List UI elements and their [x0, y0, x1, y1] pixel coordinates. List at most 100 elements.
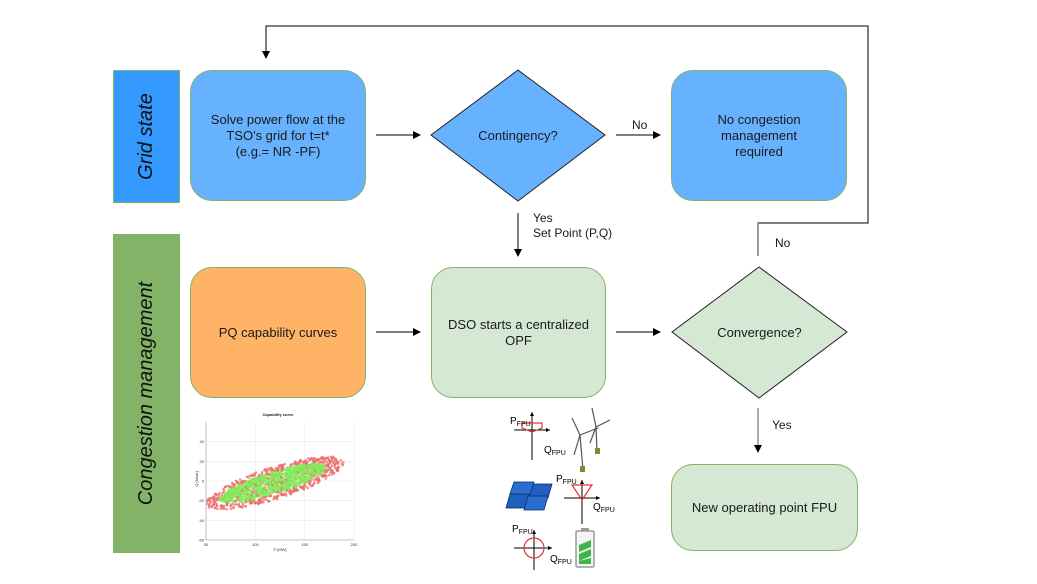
chart-point-feasible-outer	[325, 460, 329, 464]
chart-point-feasible-inner	[320, 464, 323, 467]
chart-point-feasible-inner	[243, 497, 246, 501]
chart-point-feasible-inner	[222, 494, 226, 498]
chart-point-feasible-inner	[236, 486, 239, 489]
pq-capability-label: PQ capability curves	[218, 324, 338, 340]
chart-point-feasible-inner	[264, 474, 268, 477]
chart-point-feasible-inner	[256, 479, 260, 482]
chart-point-feasible-outer	[248, 502, 252, 505]
chart-point-feasible-outer	[209, 496, 212, 500]
chart-point-feasible-outer	[215, 504, 219, 507]
lane-congestion-label: Congestion management	[135, 281, 158, 506]
chart-point-feasible-outer	[238, 478, 242, 481]
chart-point-feasible-outer	[228, 485, 232, 488]
chart-point-feasible-inner	[254, 476, 257, 479]
chart-point-feasible-outer	[226, 484, 229, 488]
chart-point-feasible-outer	[275, 497, 279, 501]
chart-point-feasible-inner	[243, 499, 246, 503]
chart-point-feasible-inner	[272, 476, 275, 479]
chart-point-feasible-inner	[246, 497, 249, 500]
chart-point-feasible-inner	[312, 472, 316, 476]
chart-point-feasible-outer	[241, 504, 245, 507]
chart-point-feasible-inner	[302, 469, 306, 473]
chart-point-feasible-inner	[283, 468, 287, 472]
chart-point-feasible-inner	[322, 463, 325, 466]
chart-point-feasible-outer	[324, 477, 328, 480]
chart-ytick-label: -60	[198, 538, 205, 543]
chart-point-feasible-inner	[260, 492, 264, 496]
chart-point-feasible-outer	[213, 492, 217, 496]
chart-point-feasible-outer	[285, 489, 289, 493]
chart-point-feasible-inner	[238, 483, 242, 486]
chart-point-feasible-inner	[259, 490, 262, 493]
chart-point-feasible-inner	[247, 499, 250, 502]
chart-point-feasible-inner	[305, 470, 309, 473]
convergence-label: Convergence?	[717, 324, 802, 340]
chart-point-feasible-outer	[281, 493, 284, 497]
chart-point-feasible-inner	[279, 484, 283, 487]
chart-point-feasible-inner	[286, 486, 290, 489]
chart-point-feasible-inner	[219, 497, 223, 501]
solve-line-2: TSO's grid for t=t*	[226, 127, 330, 143]
chart-point-feasible-outer	[230, 481, 234, 485]
chart-point-feasible-outer	[308, 482, 312, 486]
chart-point-feasible-inner	[278, 488, 281, 492]
chart-point-feasible-inner	[297, 483, 300, 487]
chart-point-feasible-outer	[297, 462, 301, 466]
contingency-label: Contingency?	[478, 127, 558, 143]
chart-point-feasible-outer	[277, 464, 281, 467]
chart-point-feasible-inner	[291, 484, 294, 488]
chart-point-feasible-inner	[243, 495, 246, 498]
chart-point-feasible-inner	[257, 482, 260, 485]
chart-ylabel: Q [Mvar]	[194, 471, 199, 486]
solve-line-3: (e.g.= NR -PF)	[235, 143, 321, 159]
chart-point-feasible-inner	[234, 488, 237, 492]
chart-point-feasible-outer	[241, 502, 244, 505]
chart-point-feasible-outer	[225, 504, 229, 507]
chart-point-feasible-outer	[293, 461, 296, 465]
chart-point-feasible-inner	[298, 465, 301, 469]
chart-point-feasible-inner	[234, 493, 238, 497]
chart-point-feasible-outer	[317, 458, 321, 461]
chart-point-feasible-outer	[330, 459, 334, 462]
chart-xtick-label: 100	[252, 542, 259, 547]
dso-line-2: OPF	[505, 332, 532, 348]
chart-point-feasible-outer	[216, 507, 219, 511]
chart-point-feasible-outer	[206, 502, 209, 505]
chart-point-feasible-outer	[210, 505, 214, 509]
chart-point-feasible-inner	[253, 496, 257, 499]
chart-point-feasible-outer	[268, 467, 272, 470]
chart-point-feasible-outer	[323, 472, 327, 476]
chart-point-feasible-inner	[282, 486, 286, 489]
edge-label-set-point: Set Point (P,Q)	[533, 226, 613, 240]
chart-point-feasible-outer	[331, 461, 335, 465]
dso-opf-box: DSO starts a centralized OPF	[431, 267, 606, 398]
chart-point-feasible-inner	[259, 484, 262, 487]
battery-icon	[575, 528, 595, 568]
chart-point-feasible-outer	[256, 501, 260, 504]
chart-ytick-label: -40	[198, 518, 205, 523]
chart-point-feasible-inner	[232, 492, 235, 495]
chart-point-feasible-outer	[325, 470, 328, 474]
chart-xtick-label: 150	[301, 542, 308, 547]
chart-point-feasible-outer	[272, 497, 275, 501]
chart-point-feasible-outer	[298, 485, 302, 489]
chart-point-feasible-outer	[213, 500, 217, 503]
chart-point-feasible-outer	[324, 456, 327, 460]
chart-ytick-label: 0	[202, 479, 205, 484]
chart-point-feasible-inner	[237, 494, 240, 497]
chart-point-feasible-inner	[316, 463, 319, 466]
chart-point-feasible-inner	[251, 483, 254, 486]
chart-point-feasible-inner	[261, 482, 264, 486]
chart-point-feasible-inner	[272, 473, 276, 476]
chart-point-feasible-inner	[269, 485, 272, 488]
chart-point-feasible-outer	[218, 492, 221, 495]
chart-point-feasible-inner	[261, 481, 265, 484]
chart-point-feasible-inner	[227, 488, 230, 492]
chart-point-feasible-outer	[283, 462, 286, 466]
chart-point-feasible-outer	[222, 489, 226, 493]
chart-point-feasible-inner	[292, 470, 295, 474]
lane-congestion-management: Congestion management	[113, 234, 180, 553]
chart-point-feasible-inner	[295, 481, 299, 484]
chart-point-feasible-outer	[320, 460, 323, 464]
